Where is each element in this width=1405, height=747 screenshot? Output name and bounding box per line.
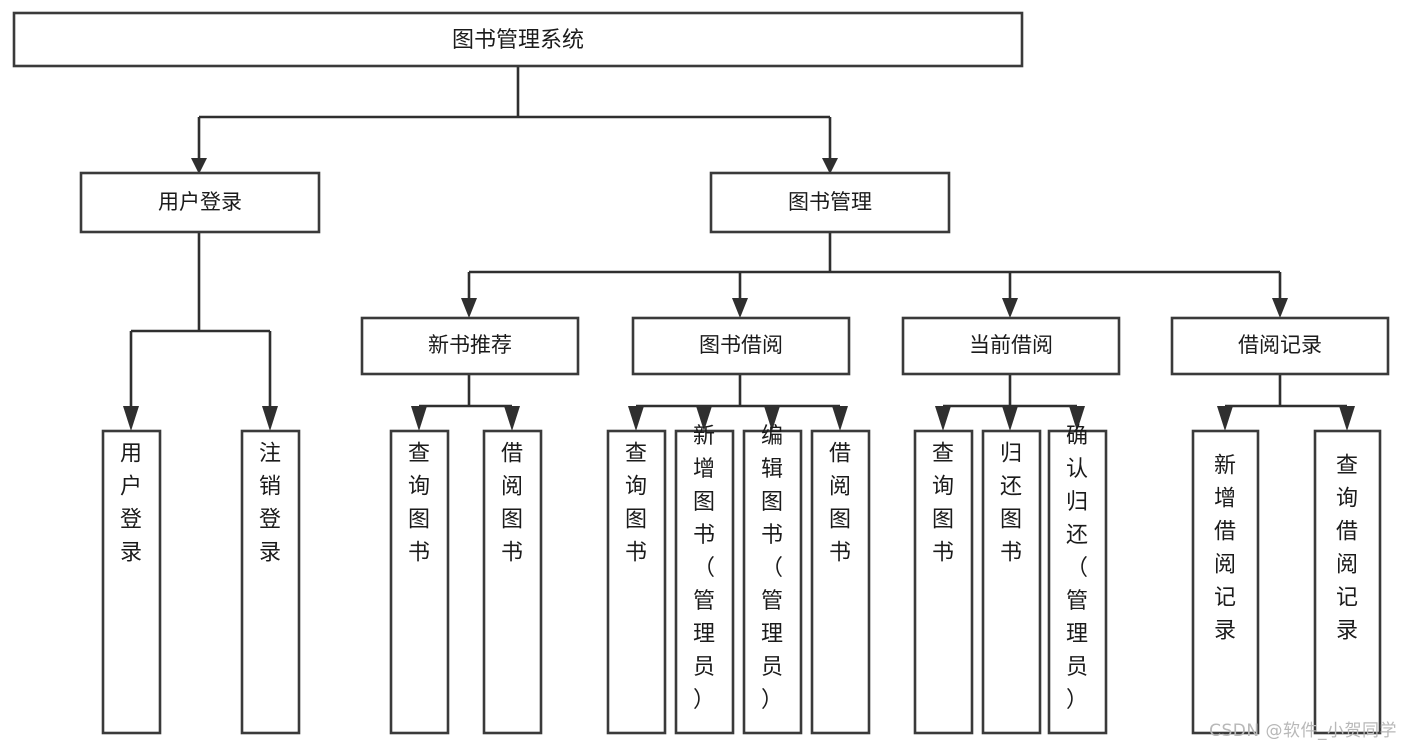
node-user-login-label: 用户登录 [158,190,242,214]
node-book-manage-box[interactable] [709,171,951,234]
arrow-head-cb-leaf-2 [1002,406,1018,431]
node-book-borrow-label: 图书借阅 [699,333,783,357]
leaf-node[interactable]: 编辑图书（管理员） [742,424,803,735]
leaf-label-nbr-query-book: 查询图书 [408,442,430,566]
arrow-head-br-leaf-2 [1339,406,1355,431]
arrow-head-book-manage [822,158,838,174]
node-book-borrow-box[interactable] [631,316,851,376]
leaf-box-logout[interactable] [240,429,301,735]
leaf-label-cb-confirm-return: 确认归还（管理员） [1066,424,1088,713]
leaf-label-bb-add-book: 新增图书（管理员） [693,424,715,713]
connector-group-book-borrow [628,374,848,431]
node-borrow-record-label: 借阅记录 [1238,333,1322,357]
connector-group-user-login [123,232,278,431]
leaf-label-cb-return-book: 归还图书 [1000,442,1022,566]
arrow-head-bb-leaf-3 [764,406,780,431]
leaf-box-cb-query-book[interactable] [913,429,974,735]
arrow-head-bb-leaf-1 [628,406,644,431]
leaf-box-bb-add-book[interactable] [674,429,735,735]
node-root-label: 图书管理系统 [452,28,584,53]
arrow-head-user-login [191,158,207,174]
arrow-head-bb-leaf-2 [696,406,712,431]
leaf-node[interactable]: 确认归还（管理员） [1047,424,1108,735]
arrow-head-bb-leaf-4 [832,406,848,431]
arrow-head-leaf-user-login [123,406,139,431]
node-book-manage-label: 图书管理 [788,190,872,214]
node-book-manage[interactable]: 图书管理 [709,171,951,234]
arrow-head-br-leaf-1 [1217,406,1233,431]
node-current-borrow-box[interactable] [901,316,1121,376]
arrow-head-current-borrow [1002,298,1018,318]
arrow-head-cb-leaf-3 [1069,406,1085,431]
leaf-label-bb-borrow-book: 借阅图书 [829,442,851,566]
node-book-borrow[interactable]: 图书借阅 [631,316,851,376]
leaf-label-cb-query-book: 查询图书 [932,442,954,566]
arrow-head-cb-leaf-1 [935,406,951,431]
leaf-box-br-query-record[interactable] [1313,429,1382,735]
leaf-node[interactable]: 新增图书（管理员） [674,424,735,735]
leaf-box-bb-query-book[interactable] [606,429,667,735]
arrow-head-book-borrow [732,298,748,318]
connector-group-book-manage [461,232,1288,318]
arrow-head-new-book-recommend [461,298,477,318]
connector-group-borrow-record [1217,374,1355,431]
node-new-book-recommend[interactable]: 新书推荐 [360,316,580,376]
node-new-book-recommend-label: 新书推荐 [428,333,512,357]
connector-group-new-book-recommend [411,374,520,431]
node-current-borrow[interactable]: 当前借阅 [901,316,1121,376]
leaf-node[interactable]: 用户登录 [101,429,162,735]
leaf-node[interactable]: 查询借阅记录 [1313,429,1382,735]
leaf-node[interactable]: 新增借阅记录 [1191,429,1260,735]
node-user-login-box[interactable] [79,171,321,234]
leaf-node[interactable]: 查询图书 [606,429,667,735]
leaf-node[interactable]: 查询图书 [389,429,450,735]
node-root[interactable]: 图书管理系统 [12,11,1024,68]
csdn-watermark: CSDN @软件_小贺同学 [1209,721,1397,741]
leaf-node[interactable]: 借阅图书 [810,429,871,735]
leaf-node[interactable]: 查询图书 [913,429,974,735]
node-new-book-recommend-box[interactable] [360,316,580,376]
leaf-box-nbr-query-book[interactable] [389,429,450,735]
node-borrow-record-box[interactable] [1170,316,1390,376]
node-root-box[interactable] [12,11,1024,68]
leaf-node[interactable]: 借阅图书 [482,429,543,735]
leaf-box-user-login[interactable] [101,429,162,735]
arrow-head-leaf-logout [262,406,278,431]
connector-group-current-borrow [935,374,1085,431]
leaf-box-bb-borrow-book[interactable] [810,429,871,735]
leaf-label-logout: 注销登录 [259,442,281,566]
leaf-label-user-login: 用户登录 [120,442,142,566]
leaf-label-nbr-borrow-book: 借阅图书 [501,442,523,566]
leaf-box-br-add-record[interactable] [1191,429,1260,735]
node-user-login[interactable]: 用户登录 [79,171,321,234]
leaf-node[interactable]: 注销登录 [240,429,301,735]
arrow-head-nbr-leaf-1 [411,406,427,431]
leaf-box-bb-edit-book[interactable] [742,429,803,735]
leaf-label-bb-edit-book: 编辑图书（管理员） [761,424,783,713]
leaf-box-nbr-borrow-book[interactable] [482,429,543,735]
leaf-node[interactable]: 归还图书 [981,429,1042,735]
node-current-borrow-label: 当前借阅 [969,333,1053,357]
arrow-head-borrow-record [1272,298,1288,318]
leaf-box-cb-return-book[interactable] [981,429,1042,735]
leaf-label-bb-query-book: 查询图书 [625,442,647,566]
connector-group-root [191,66,838,174]
leaf-box-cb-confirm-return[interactable] [1047,429,1108,735]
arrow-head-nbr-leaf-2 [504,406,520,431]
leaf-label-br-query-record: 查询借阅记录 [1336,454,1358,644]
leaf-label-br-add-record: 新增借阅记录 [1214,454,1236,644]
node-borrow-record[interactable]: 借阅记录 [1170,316,1390,376]
